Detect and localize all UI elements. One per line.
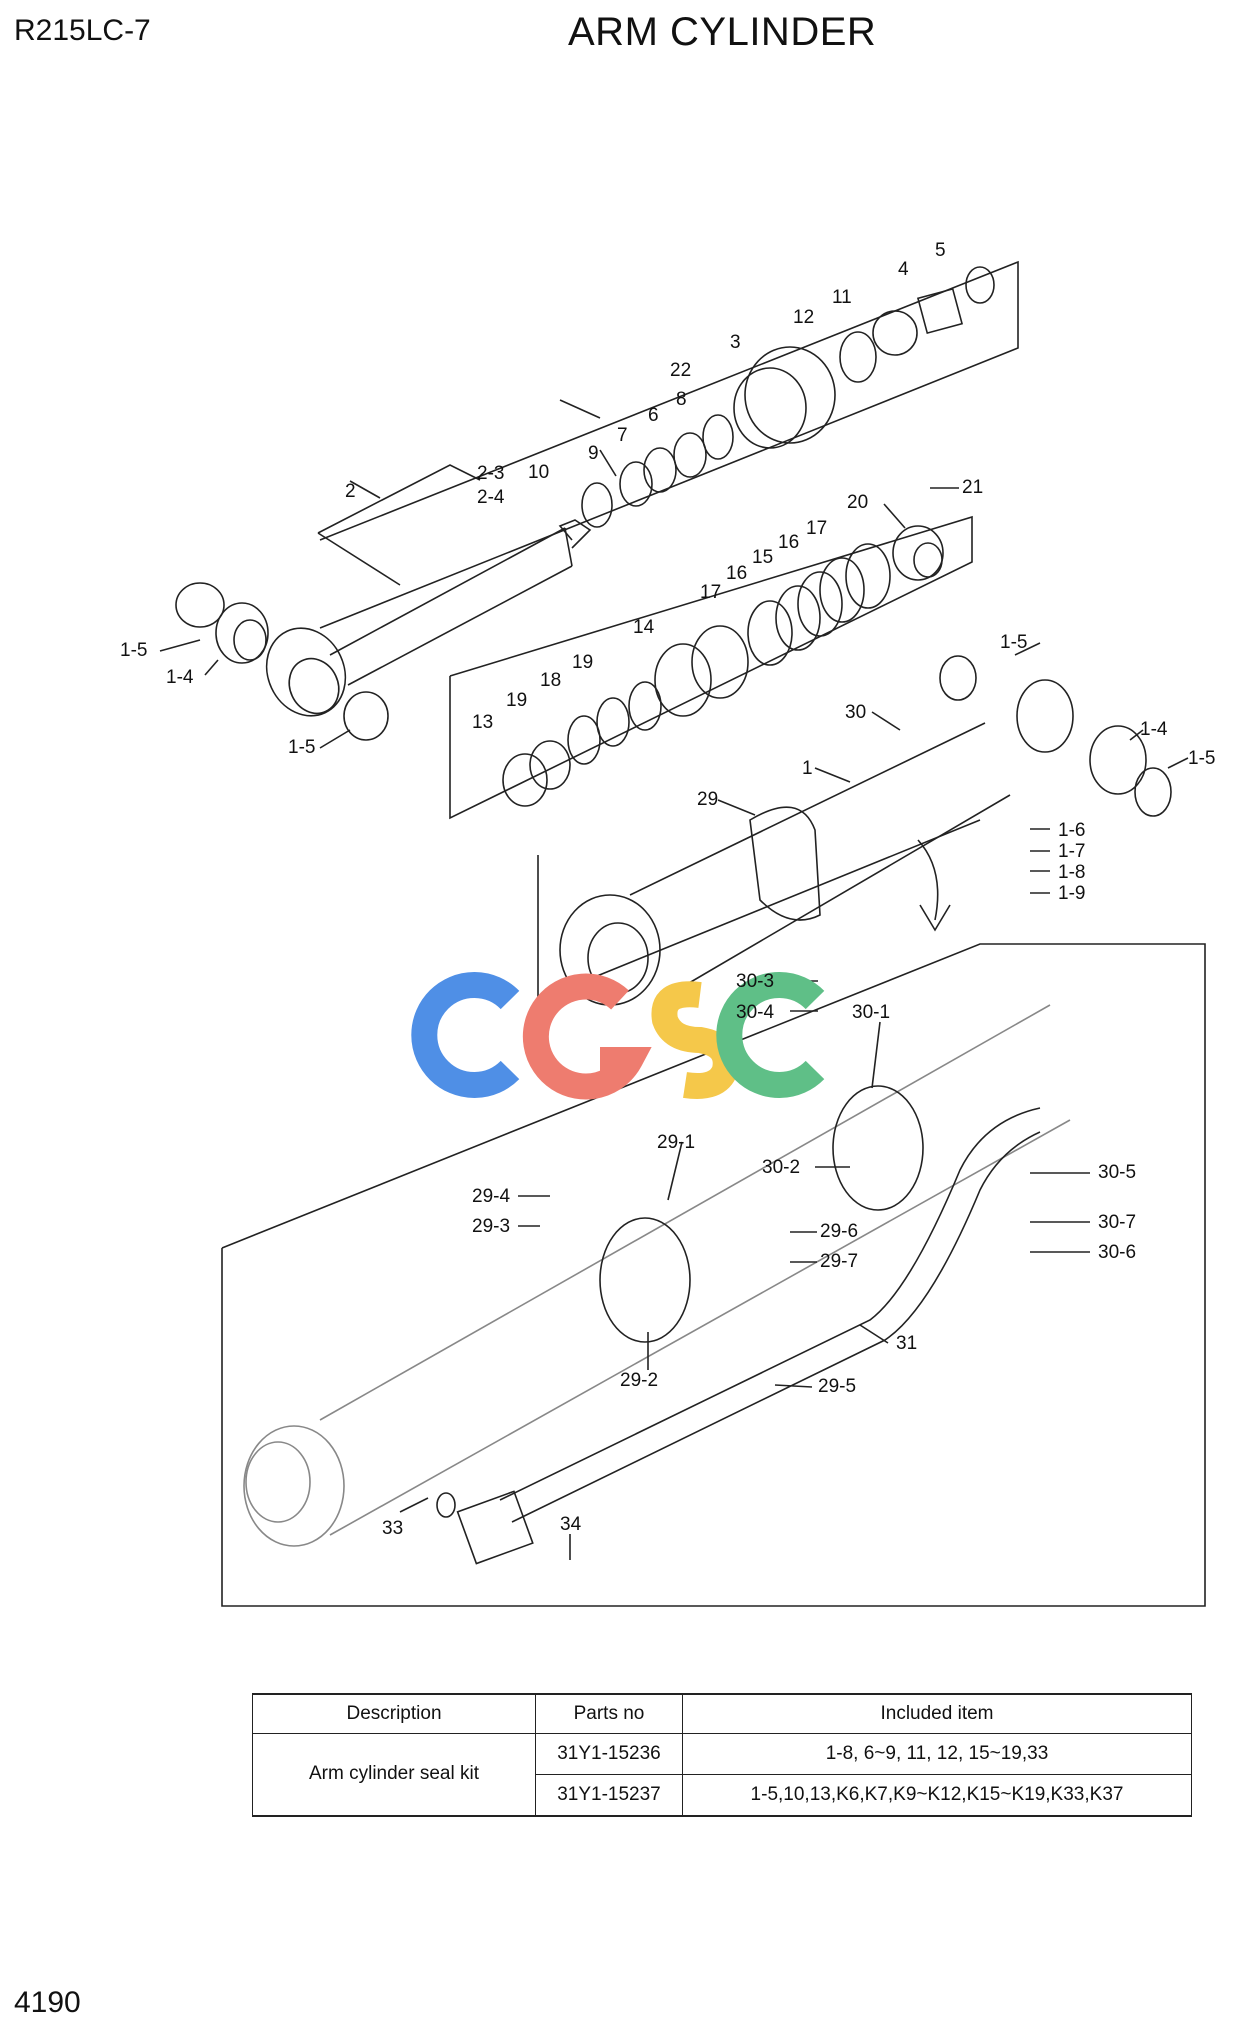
page-number: 4190 bbox=[14, 1986, 81, 2019]
callout-29-5: 29-5 bbox=[818, 1376, 856, 1397]
callout-20: 20 bbox=[847, 492, 868, 513]
page-title: ARM CYLINDER bbox=[568, 10, 877, 54]
callout-30-4: 30-4 bbox=[736, 1002, 774, 1023]
header-parts-no: Parts no bbox=[535, 1693, 683, 1734]
callout-1: 1 bbox=[802, 758, 813, 779]
callout-10: 10 bbox=[528, 462, 549, 483]
callout-9: 9 bbox=[588, 443, 599, 464]
callout-2-4: 2-4 bbox=[477, 487, 505, 508]
kit-description: Arm cylinder seal kit bbox=[252, 1733, 536, 1816]
callout-30: 30 bbox=[845, 702, 866, 723]
included-items-cell: 1-5,10,13,K6,K7,K9~K12,K15~K19,K33,K37 bbox=[682, 1774, 1192, 1816]
callout-30-3: 30-3 bbox=[736, 971, 774, 992]
callout-29-7: 29-7 bbox=[820, 1251, 858, 1272]
callout-15: 15 bbox=[752, 547, 773, 568]
header-description: Description bbox=[252, 1693, 536, 1734]
callout-16-top: 16 bbox=[778, 532, 799, 553]
callout-31: 31 bbox=[896, 1333, 917, 1354]
callout-1-5-right-top: 1-5 bbox=[1000, 632, 1027, 653]
callout-30-5: 30-5 bbox=[1098, 1162, 1136, 1183]
callout-labels: 2-3 2-4 2 22 3 12 11 4 5 8 6 7 9 10 1-5 … bbox=[120, 240, 1215, 1539]
callout-19-bottom: 19 bbox=[506, 690, 527, 711]
callout-1-4-right: 1-4 bbox=[1140, 719, 1168, 740]
callout-14: 14 bbox=[633, 617, 655, 638]
callout-22: 22 bbox=[670, 360, 691, 381]
diagram-linework bbox=[159, 260, 1206, 1607]
callout-30-2: 30-2 bbox=[762, 1157, 800, 1178]
callout-6: 6 bbox=[648, 405, 659, 426]
callout-29-6: 29-6 bbox=[820, 1221, 858, 1242]
callout-30-7: 30-7 bbox=[1098, 1212, 1136, 1233]
callout-1-5-left-top: 1-5 bbox=[120, 640, 147, 661]
callout-29-1: 29-1 bbox=[657, 1132, 695, 1153]
callout-21: 21 bbox=[962, 477, 983, 498]
table-header-row: Description Parts no Included item bbox=[252, 1693, 1192, 1734]
table-row: 31Y1-15237 1-5,10,13,K6,K7,K9~K12,K15~K1… bbox=[253, 1774, 1192, 1816]
parts-no-cell: 31Y1-15236 bbox=[535, 1733, 683, 1775]
callout-2: 2 bbox=[345, 481, 356, 502]
callout-29-2: 29-2 bbox=[620, 1370, 658, 1391]
header-included-item: Included item bbox=[682, 1693, 1192, 1734]
model-code: R215LC-7 bbox=[14, 14, 151, 47]
included-items-cell: 1-8, 6~9, 11, 12, 15~19,33 bbox=[682, 1733, 1192, 1775]
callout-1-5-right: 1-5 bbox=[1188, 748, 1215, 769]
seal-kit-table: Description Parts no Included item Arm c… bbox=[252, 1693, 1192, 1817]
callout-3: 3 bbox=[730, 332, 741, 353]
watermark-logo bbox=[411, 972, 825, 1100]
table-row: Arm cylinder seal kit 31Y1-15236 1-8, 6~… bbox=[252, 1733, 1192, 1816]
callout-1-5-left-bottom: 1-5 bbox=[288, 737, 315, 758]
callout-17-top: 17 bbox=[806, 518, 827, 539]
parts-no-cell: 31Y1-15237 bbox=[535, 1774, 683, 1816]
callout-29: 29 bbox=[697, 789, 718, 810]
callout-33: 33 bbox=[382, 1518, 403, 1539]
callout-19-top: 19 bbox=[572, 652, 593, 673]
callout-1-7: 1-7 bbox=[1058, 841, 1085, 862]
callout-11: 11 bbox=[832, 287, 852, 308]
callout-2-3: 2-3 bbox=[477, 463, 504, 484]
callout-17-bottom: 17 bbox=[700, 582, 721, 603]
callout-34: 34 bbox=[560, 1514, 582, 1535]
callout-5: 5 bbox=[935, 240, 946, 261]
callout-30-6: 30-6 bbox=[1098, 1242, 1136, 1263]
callout-29-4: 29-4 bbox=[472, 1186, 510, 1207]
callout-13: 13 bbox=[472, 712, 493, 733]
callout-18: 18 bbox=[540, 670, 561, 691]
callout-7: 7 bbox=[617, 425, 628, 446]
callout-1-8: 1-8 bbox=[1058, 862, 1085, 883]
callout-29-3: 29-3 bbox=[472, 1216, 510, 1237]
callout-16-bottom: 16 bbox=[726, 563, 747, 584]
callout-1-9: 1-9 bbox=[1058, 883, 1085, 904]
callout-30-1: 30-1 bbox=[852, 1002, 890, 1023]
callout-1-4-left: 1-4 bbox=[166, 667, 194, 688]
callout-1-6: 1-6 bbox=[1058, 820, 1085, 841]
callout-8: 8 bbox=[676, 389, 687, 410]
callout-12: 12 bbox=[793, 307, 814, 328]
callout-4: 4 bbox=[898, 259, 909, 280]
